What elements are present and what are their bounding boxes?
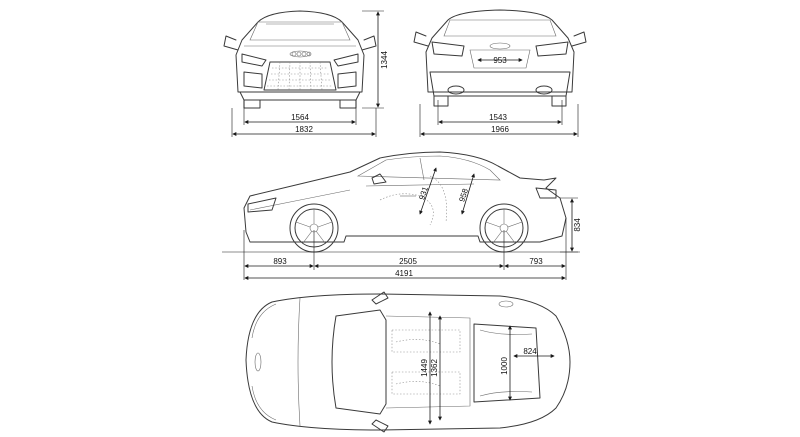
side-seat-2-label: 958 — [457, 187, 470, 203]
trunk-depth-label: 1000 — [500, 357, 509, 375]
rear-height-label: 834 — [573, 218, 582, 232]
rear-width-label: 1966 — [491, 125, 509, 134]
top-view: 1449 1362 1000 824 — [245, 291, 571, 433]
rear-track-label: 1543 — [489, 113, 507, 122]
height-label: 1344 — [380, 51, 389, 69]
top-width-2-label: 1362 — [430, 359, 439, 377]
side-seat-1-label: 931 — [417, 185, 430, 201]
wheelbase-label: 2505 — [399, 257, 417, 266]
top-width-1-label: 1449 — [420, 359, 429, 377]
rear-label: 953 — [493, 56, 507, 65]
length-label: 4191 — [395, 269, 413, 278]
side-view: 931 958 834 893 2505 793 4191 — [222, 151, 582, 280]
rear-view: 953 1543 1966 — [413, 9, 587, 137]
rear-overhang-label: 793 — [529, 257, 543, 266]
front-track-label: 1564 — [291, 113, 309, 122]
front-overhang-label: 893 — [273, 257, 287, 266]
front-width-label: 1832 — [295, 125, 313, 134]
trunk-width-label: 824 — [523, 347, 537, 356]
front-view: 1344 1564 1832 — [223, 10, 389, 137]
